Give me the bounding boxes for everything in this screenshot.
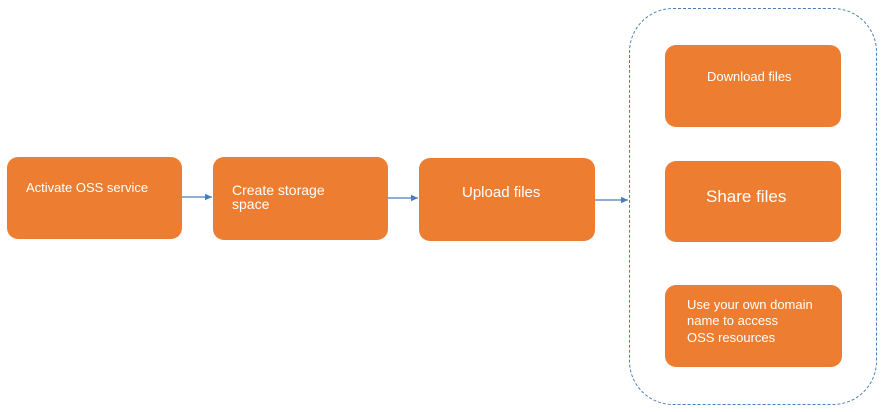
- step-activate-label: Activate OSS service: [26, 180, 149, 195]
- action-download-label: Download files: [707, 69, 792, 84]
- action-domain-label: Use your own domain name to access OSS r…: [687, 297, 813, 345]
- step-create-storage-space: Create storage space: [213, 157, 388, 240]
- step-activate-oss-service: Activate OSS service: [7, 157, 182, 239]
- action-share-files: Share files: [665, 161, 841, 242]
- action-download-files: Download files: [665, 45, 841, 127]
- step-upload-files: Upload files: [419, 158, 595, 241]
- action-share-label: Share files: [706, 187, 787, 206]
- actions-group-container: [629, 8, 877, 405]
- step-create-label: Create storage space: [232, 182, 325, 212]
- action-custom-domain: Use your own domain name to access OSS r…: [665, 285, 842, 367]
- step-upload-label: Upload files: [462, 184, 541, 201]
